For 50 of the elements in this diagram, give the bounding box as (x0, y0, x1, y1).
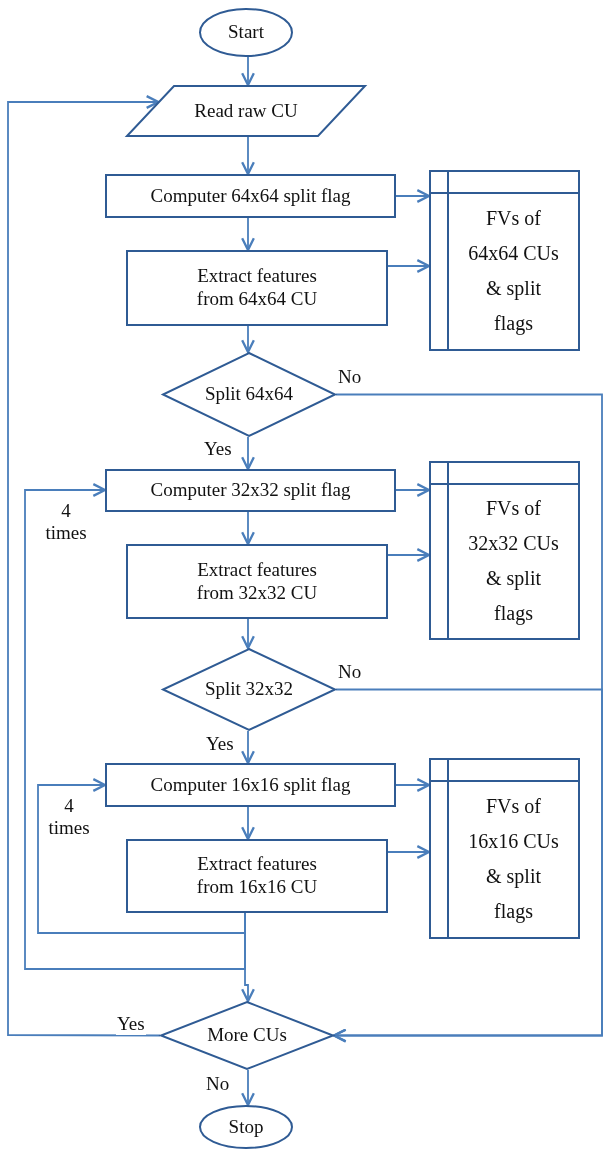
arrow (241, 56, 255, 87)
input-parallelogram (126, 85, 366, 137)
node-text: Computer 64x64 split flag (150, 184, 351, 208)
arrow (7, 95, 161, 1037)
arrow (241, 511, 255, 546)
node-text: Extract features from 16x16 CU (195, 853, 319, 899)
arrow (241, 806, 255, 841)
process-box (126, 544, 388, 619)
node-text: FVs of 64x64 CUs & split flags (467, 205, 560, 337)
decision-diamond (162, 648, 336, 731)
node-text: Extract features from 64x64 CU (195, 265, 319, 311)
node-text: Split 32x32 (204, 678, 294, 701)
arrow (332, 688, 603, 1043)
arrow (24, 483, 246, 970)
arrow (241, 325, 255, 354)
process-box (105, 469, 396, 512)
arrow (387, 259, 431, 273)
data-store-box (429, 170, 580, 351)
arrow (395, 778, 431, 792)
node-text: Split 64x64 (204, 383, 294, 406)
node-text: FVs of 32x32 CUs & split flags (467, 495, 560, 627)
node-text: Extract features from 32x32 CU (195, 558, 319, 605)
node-text: Read raw CU (194, 99, 298, 123)
node-text: FVs of 16x16 CUs & split flags (467, 793, 560, 925)
arrow (241, 136, 255, 176)
process-box (105, 763, 396, 807)
data-store-box (429, 758, 580, 939)
decision-diamond (162, 352, 336, 437)
terminal-ellipse (199, 8, 293, 57)
arrow (241, 1069, 255, 1107)
arrow (395, 483, 431, 497)
arrow (37, 778, 246, 934)
terminal-ellipse (199, 1105, 293, 1149)
arrow (241, 730, 255, 765)
arrow (241, 436, 255, 471)
process-box (126, 839, 388, 913)
node-text: Stop (228, 1115, 264, 1139)
decision-diamond (160, 1001, 334, 1070)
arrow (241, 217, 255, 252)
node-text: Computer 16x16 split flag (150, 773, 351, 797)
data-store-box (429, 461, 580, 640)
arrow (241, 618, 255, 650)
arrow (387, 845, 431, 859)
node-text: Computer 32x32 split flag (150, 479, 351, 502)
process-box (105, 174, 396, 218)
node-text: More CUs (207, 1024, 287, 1047)
arrow (387, 548, 431, 562)
process-box (126, 250, 388, 326)
arrow (395, 189, 431, 203)
node-text: Start (228, 21, 264, 44)
